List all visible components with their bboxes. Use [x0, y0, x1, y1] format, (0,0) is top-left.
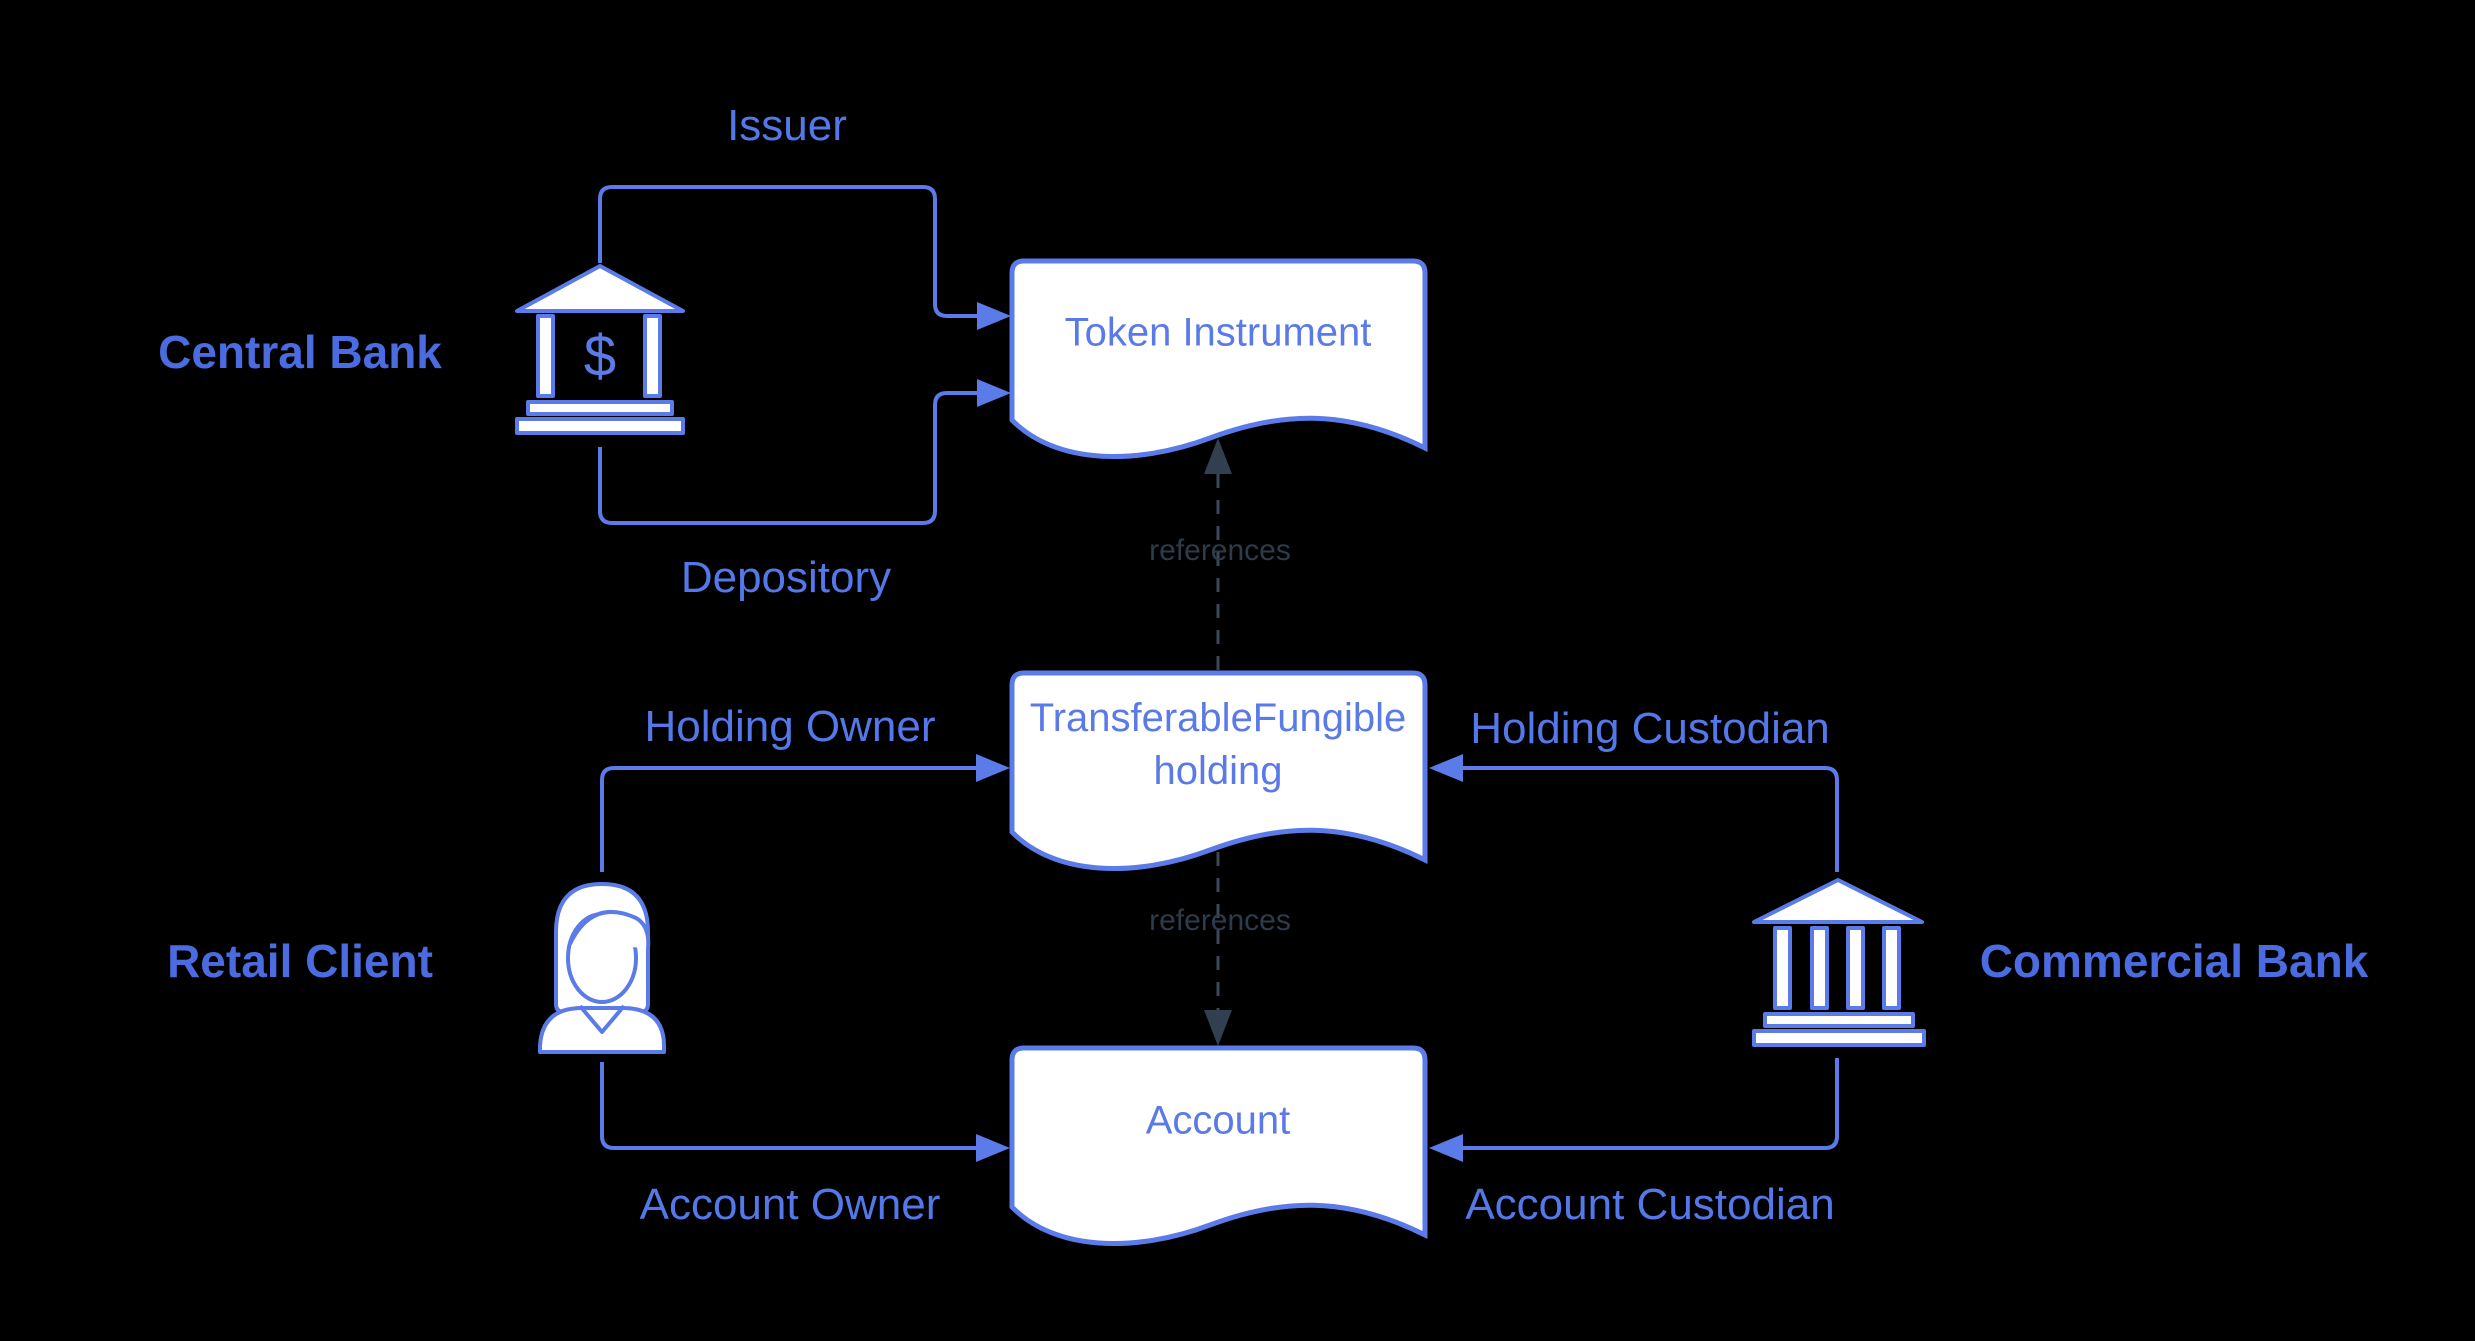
edge-label-references-1: references: [1149, 534, 1291, 567]
edge-label-holding-custodian: Holding Custodian: [1470, 704, 1830, 753]
edge-holding-owner: [600, 754, 1010, 872]
bank-column: [1773, 926, 1792, 1010]
arrowhead-down-icon: [1204, 1010, 1232, 1046]
edge-label-references-2: references: [1149, 904, 1291, 937]
arrowhead-icon: [976, 754, 1010, 782]
edge-account-custodian-line: [1462, 1058, 1839, 1150]
edge-holding-custodian: [1429, 754, 1839, 872]
actor-label-retail-client: Retail Client: [167, 935, 433, 987]
node-label-account: Account: [1145, 1098, 1291, 1143]
node-label-holding-line1: TransferableFungible: [1029, 696, 1407, 740]
node-account: [1009, 1045, 1428, 1246]
arrowhead-icon: [1429, 754, 1463, 782]
person-icon: [538, 881, 666, 1054]
bank-base-bar: [1763, 1012, 1915, 1028]
edge-holding-custodian-line: [1462, 766, 1839, 872]
bank-base-bar: [515, 417, 685, 435]
bank-column: [536, 314, 555, 398]
edge-label-issuer: Issuer: [727, 101, 847, 150]
node-token-instrument: [1009, 258, 1428, 459]
bank-column: [1882, 926, 1901, 1010]
arrowhead-up-icon: [1204, 438, 1232, 474]
bank-column: [1810, 926, 1829, 1010]
arrowhead-icon: [976, 1134, 1010, 1162]
bank-column: [1846, 926, 1865, 1010]
actor-label-central-bank: Central Bank: [158, 326, 442, 378]
arrowhead-icon: [977, 379, 1011, 407]
bank-icon: [1752, 878, 1926, 1047]
edge-label-holding-owner: Holding Owner: [644, 702, 936, 751]
dollar-sign-glyph: $: [583, 323, 617, 389]
edge-issuer: [598, 185, 1011, 330]
bank-column: [643, 314, 662, 398]
bank-dollar-icon: [515, 264, 685, 435]
node-transferable-fungible-holding: [1009, 670, 1428, 871]
edge-label-depository: Depository: [680, 553, 892, 602]
edge-label-account-owner: Account Owner: [639, 1180, 941, 1229]
node-label-token-instrument: Token Instrument: [1064, 310, 1372, 355]
arrowhead-icon: [1429, 1134, 1463, 1162]
edge-label-account-custodian: Account Custodian: [1465, 1180, 1835, 1229]
edge-references-account: [1204, 852, 1232, 1046]
arrowhead-icon: [977, 302, 1011, 330]
edge-account-owner-line: [600, 1062, 977, 1150]
edge-account-owner: [600, 1062, 1010, 1162]
bank-base-bar: [1752, 1029, 1926, 1047]
node-label-holding-line2: holding: [1153, 749, 1283, 793]
edge-holding-owner-line: [600, 766, 977, 872]
person-bangs: [568, 909, 651, 949]
edge-account-custodian: [1429, 1058, 1839, 1162]
edge-references-token: [1204, 438, 1232, 671]
person-collar: [578, 1004, 626, 1034]
edge-depository-line: [598, 391, 978, 525]
node-label-holding: TransferableFungible holding: [1030, 692, 1407, 798]
edge-issuer-line: [598, 185, 978, 318]
bank-base-bar: [526, 400, 674, 416]
bank-pediment: [1752, 878, 1924, 924]
bank-pediment: [515, 264, 685, 313]
actor-label-commercial-bank: Commercial Bank: [1979, 935, 2369, 987]
edge-depository: [598, 379, 1011, 525]
